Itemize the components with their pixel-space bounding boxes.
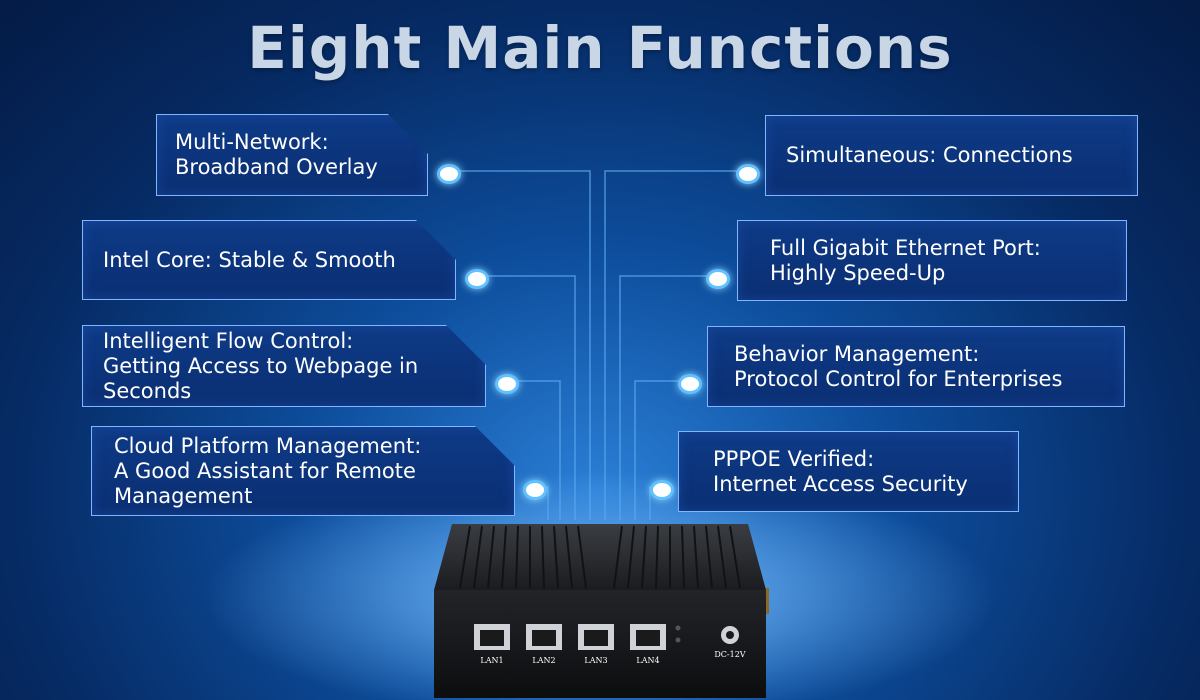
connector-node-icon: [678, 374, 702, 394]
lan-port-label: LAN2: [532, 656, 555, 665]
feature-card-intel-core: Intel Core: Stable & Smooth: [82, 220, 456, 300]
feature-card-simultaneous: Simultaneous: Connections: [765, 115, 1138, 196]
feature-text: Intel Core: Stable & Smooth: [103, 247, 396, 272]
lan-port-label: LAN1: [480, 656, 503, 665]
feature-text: Full Gigabit Ethernet Port: Highly Speed…: [770, 235, 1041, 285]
lan-port-label: LAN3: [584, 656, 607, 665]
connector-node-icon: [437, 164, 461, 184]
feature-text: Simultaneous: Connections: [786, 143, 1073, 167]
lan-port-label: LAN4: [636, 656, 659, 665]
connector-node-icon: [650, 480, 674, 500]
connector-node-icon: [523, 480, 547, 500]
feature-card-behavior: Behavior Management: Protocol Control fo…: [707, 326, 1125, 407]
feature-text: Intelligent Flow Control: Getting Access…: [103, 328, 419, 403]
power-jack-label: DC-12V: [714, 650, 745, 659]
feature-card-flow-control: Intelligent Flow Control: Getting Access…: [82, 325, 486, 407]
mini-pc-router-image: LAN1 LAN2 LAN3 LAN4 DC-12V: [434, 524, 769, 698]
lan-port-labels: LAN1 LAN2 LAN3 LAN4: [480, 656, 659, 665]
connector-node-icon: [706, 269, 730, 289]
feature-card-gigabit: Full Gigabit Ethernet Port: Highly Speed…: [737, 220, 1127, 301]
feature-text: PPPOE Verified: Internet Access Security: [713, 446, 968, 496]
feature-card-pppoe: PPPOE Verified: Internet Access Security: [678, 431, 1019, 512]
connector-node-icon: [495, 374, 519, 394]
feature-text: Behavior Management: Protocol Control fo…: [734, 341, 1063, 391]
feature-card-cloud-platform: Cloud Platform Management: A Good Assist…: [91, 426, 515, 516]
feature-card-multi-network: Multi-Network: Broadband Overlay: [156, 114, 428, 196]
connector-node-icon: [465, 269, 489, 289]
connector-node-icon: [736, 164, 760, 184]
feature-text: Multi-Network: Broadband Overlay: [175, 130, 378, 179]
feature-text: Cloud Platform Management: A Good Assist…: [114, 433, 422, 508]
page-title: Eight Main Functions: [247, 14, 953, 82]
